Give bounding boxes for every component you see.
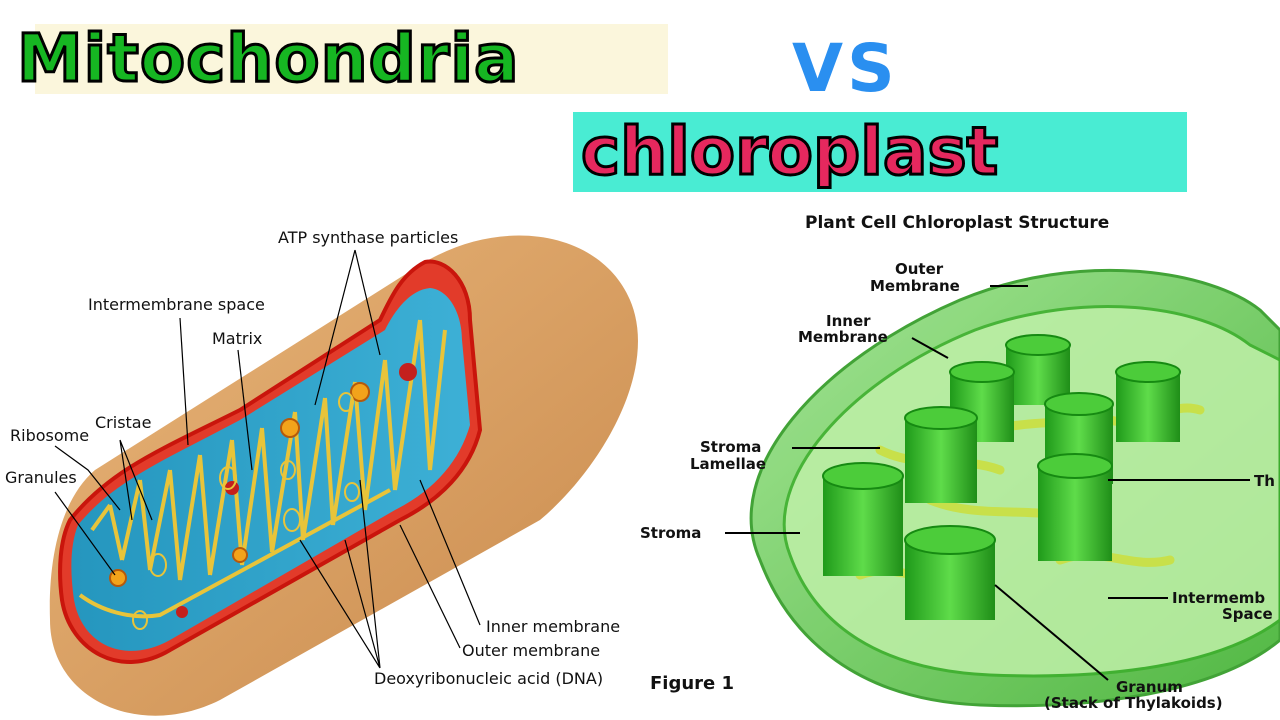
vs-title: VS [792,34,899,104]
label-ribosome: Ribosome [10,426,89,445]
granum-stack [823,463,903,576]
granum-stack [1038,454,1112,561]
granum-stack [1116,362,1180,442]
chloroplast-heading: Plant Cell Chloroplast Structure [805,213,1109,233]
label-stroma-lamellae-1: Stroma [700,438,761,456]
chloroplast-title-banner: chloroplast [573,112,1187,192]
label-atp-synthase: ATP synthase particles [278,228,458,247]
label-dna: Deoxyribonucleic acid (DNA) [374,669,603,688]
label-granum-2: (Stack of Thylakoids) [1044,694,1223,712]
label-cristae: Cristae [95,413,151,432]
granum-stack [1006,335,1070,405]
label-stroma: Stroma [640,524,701,542]
label-inner-2: Membrane [798,328,888,346]
granum-stack [905,407,977,503]
label-intermembrane-2: Space [1222,605,1273,623]
label-stroma-lamellae-2: Lamellae [690,455,766,473]
label-inner-membrane: Inner membrane [486,617,620,636]
granum-stack [905,526,995,620]
chloroplast-title: chloroplast [581,114,998,190]
chloro-leader-lines [725,286,1250,680]
label-matrix: Matrix [212,329,262,348]
label-outer-1: Outer [895,260,944,278]
label-granum-1: Granum [1116,678,1183,696]
label-intermembrane-1: Intermemb [1172,589,1265,607]
label-thylakoid: Th [1254,472,1275,490]
chloro-outer-membrane [751,270,1280,705]
figure-label: Figure 1 [650,673,734,694]
chloro-grana [823,335,1180,620]
mitochondria-diagram: ATP synthase particles Intermembrane spa… [0,0,640,720]
chloro-inner-membrane [784,306,1280,675]
chloro-stroma-lamellae [860,408,1200,582]
label-outer-2: Membrane [870,277,960,295]
label-inner-1: Inner [826,312,871,330]
granum-stack [1045,393,1113,484]
label-intermembrane-space: Intermembrane space [88,295,265,314]
label-granules: Granules [5,468,77,487]
granum-stack [950,362,1014,442]
label-outer-membrane: Outer membrane [462,641,600,660]
